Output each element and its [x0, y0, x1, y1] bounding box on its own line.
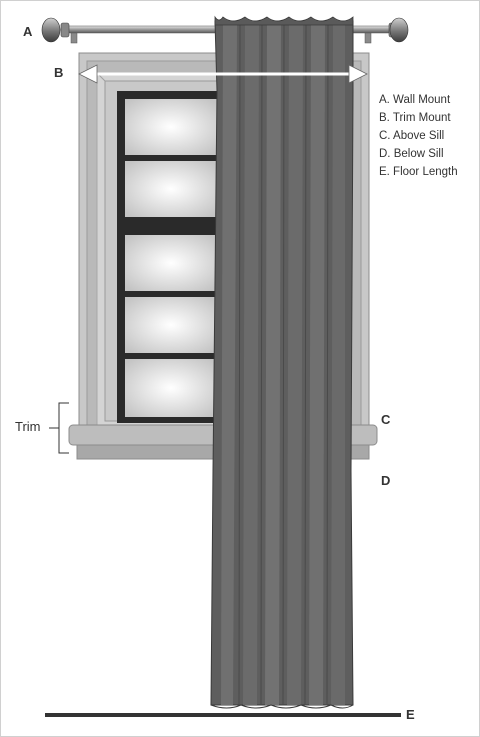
- marker-b: B: [54, 65, 64, 80]
- legend-item-above-sill: C. Above Sill: [379, 130, 445, 142]
- trim-label: Trim: [15, 419, 41, 434]
- legend-item-floor-length: E. Floor Length: [379, 166, 458, 178]
- legend-item-wall-mount: A. Wall Mount: [379, 94, 451, 106]
- legend: A. Wall Mount B. Trim Mount C. Above Sil…: [379, 91, 458, 181]
- legend-item-trim-mount: B. Trim Mount: [379, 112, 451, 124]
- trim-bracket: [49, 402, 69, 454]
- marker-d: D: [381, 473, 391, 488]
- floor-line: [45, 713, 401, 717]
- marker-e: E: [406, 707, 415, 722]
- marker-c: C: [381, 412, 391, 427]
- curtain-panel: [210, 15, 354, 709]
- width-arrow: [78, 64, 368, 84]
- marker-a: A: [23, 24, 33, 39]
- legend-item-below-sill: D. Below Sill: [379, 148, 444, 160]
